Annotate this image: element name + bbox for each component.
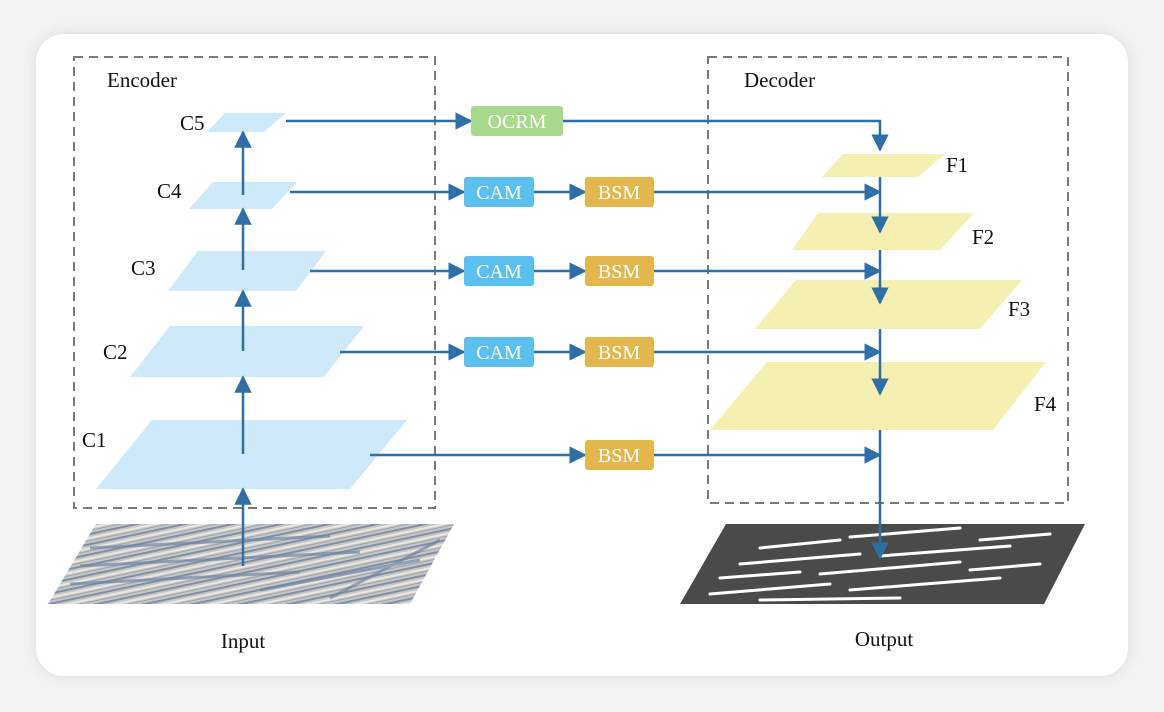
label-c5: C5 [180,111,205,135]
output-label: Output [855,627,914,651]
decoder-plane-f4 [710,362,1046,430]
ocrm-label: OCRM [488,111,547,133]
encoder-plane-c2 [130,326,364,377]
input-image-rows [69,534,441,600]
encoder-title: Encoder [107,68,177,92]
encoder-plane-c4 [189,182,297,209]
encoder-plane-c1 [96,420,407,489]
decoder-box [707,56,1069,504]
cam-module-1: CAM [464,177,534,207]
output-mask-stripes [708,526,1052,602]
cam-label: CAM [476,261,522,283]
label-c2: C2 [103,340,128,364]
arrow-ocrm-f1 [563,119,889,152]
decoder-plane-f2 [792,213,974,250]
bsm-module-2: BSM [585,256,654,286]
cam-label: CAM [476,182,522,204]
cam-label: CAM [476,342,522,364]
decoder-title: Decoder [744,68,815,92]
label-f4: F4 [1034,392,1057,416]
encoder-plane-c5 [207,113,286,132]
decoder-plane-f1 [822,154,945,177]
label-f3: F3 [1008,297,1030,321]
label-c1: C1 [82,428,107,452]
bsm-label: BSM [598,342,640,364]
bsm-module-4: BSM [585,440,654,470]
bsm-label: BSM [598,182,640,204]
bsm-module-3: BSM [585,337,654,367]
encoder-box [73,56,436,509]
ocrm-module: OCRM [471,106,563,136]
input-label: Input [221,629,265,653]
decoder-plane-f3 [755,280,1022,329]
bsm-module-1: BSM [585,177,654,207]
label-c3: C3 [131,256,156,280]
label-f1: F1 [946,153,968,177]
label-f2: F2 [972,225,994,249]
output-mask [680,524,1085,604]
encoder-plane-c3 [168,251,326,291]
label-c4: C4 [157,179,182,203]
cam-module-3: CAM [464,337,534,367]
bsm-label: BSM [598,261,640,283]
bsm-label: BSM [598,445,640,467]
cam-module-2: CAM [464,256,534,286]
